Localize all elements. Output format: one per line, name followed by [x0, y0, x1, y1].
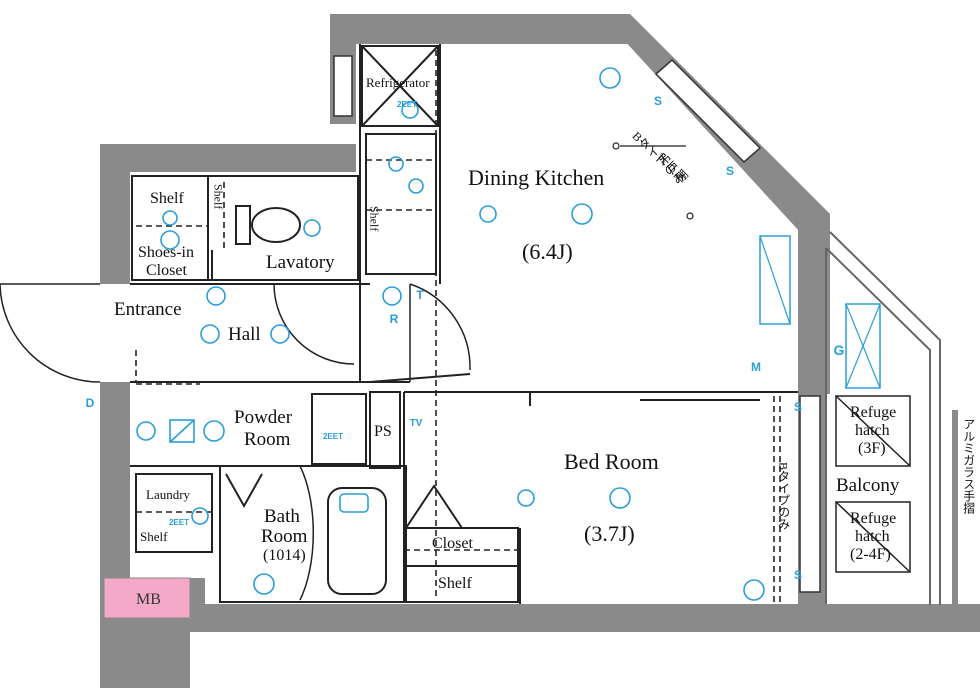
- refuge-hatch-3f-2: hatch: [855, 422, 890, 439]
- powder-fixtures: [136, 419, 225, 443]
- refuge-hatch-24f-1: Refuge: [850, 510, 897, 527]
- shelf-top-label: Shelf: [150, 190, 184, 207]
- sensor-s4-icon: S: [725, 164, 734, 178]
- outlet-2eet-icon: 2EET: [396, 100, 417, 109]
- lavatory-label: Lavatory: [266, 252, 335, 273]
- bath-room-size: (1014): [263, 547, 306, 564]
- dining-kitchen-size: (6.4J): [522, 239, 573, 264]
- door-d-icon: D: [85, 396, 95, 410]
- router-r-icon: R: [389, 312, 399, 326]
- bath-room-label-2: Room: [261, 526, 308, 547]
- kitchen-wall-unit: [759, 235, 791, 325]
- shoes-in-closet-label-1: Shoes-in: [138, 244, 194, 261]
- gas-g-icon: G: [833, 342, 845, 358]
- gas-heater-unit: [845, 303, 881, 389]
- windows: [333, 55, 821, 593]
- tv-outlet-icon: TV: [409, 418, 423, 429]
- balcony-label: Balcony: [836, 475, 900, 496]
- outlet-2eet-laundry-icon: 2EET: [168, 518, 189, 527]
- exterior-walls: [100, 14, 980, 688]
- refuge-hatch-3f-3: (3F): [858, 440, 886, 457]
- dashed-lines: [135, 50, 781, 602]
- bed-room-label: Bed Room: [564, 449, 659, 474]
- refrigerator-label: Refrigerator: [366, 75, 430, 90]
- ps-label: PS: [374, 423, 392, 440]
- shelf-lavatory-label: Shelf: [211, 184, 226, 210]
- refuge-hatch-24f-3: (2-4F): [850, 546, 891, 563]
- meter-m-icon: M: [751, 360, 761, 374]
- laundry-label: Laundry: [146, 487, 191, 502]
- interior-walls: [130, 44, 798, 604]
- refuge-hatches: [835, 395, 911, 573]
- door-swings: [0, 283, 471, 601]
- entrance-label: Entrance: [114, 299, 182, 320]
- refuge-hatch-24f-2: hatch: [855, 528, 890, 545]
- shelf-kitchen-label: Shelf: [367, 206, 382, 232]
- telephone-t-icon: T: [416, 288, 424, 302]
- toilet-fixture: [235, 205, 301, 245]
- hall-label: Hall: [228, 324, 261, 345]
- bed-room-size: (3.7J): [584, 521, 635, 546]
- shoes-in-closet-label-2: Closet: [146, 262, 187, 279]
- closet-shelf-label: Shelf: [438, 575, 472, 592]
- mb-box: [103, 577, 191, 619]
- balcony-outline: [825, 231, 941, 605]
- powder-room-label-2: Room: [244, 429, 291, 450]
- sensor-s3-icon: S: [653, 94, 662, 108]
- refuge-hatch-3f-1: Refuge: [850, 404, 897, 421]
- closet-label: Closet: [432, 535, 473, 552]
- light-symbols: [160, 67, 765, 601]
- laundry-shelf-label: Shelf: [140, 529, 168, 544]
- dining-kitchen-label: Dining Kitchen: [468, 165, 605, 190]
- powder-room-label-1: Powder: [234, 407, 293, 428]
- bath-room-label-1: Bath: [264, 506, 300, 527]
- switch-dots: [612, 142, 694, 220]
- outlet-2eet-powder-icon: 2EET: [322, 432, 343, 441]
- sensor-s-icon: S: [793, 400, 802, 414]
- b-type-window-note: Bタイプのみ: [776, 462, 791, 531]
- mb-label: MB: [136, 591, 161, 608]
- aluminum-rail-note: アルミガラス手摺: [961, 418, 976, 514]
- sensor-s2-icon: S: [793, 568, 802, 582]
